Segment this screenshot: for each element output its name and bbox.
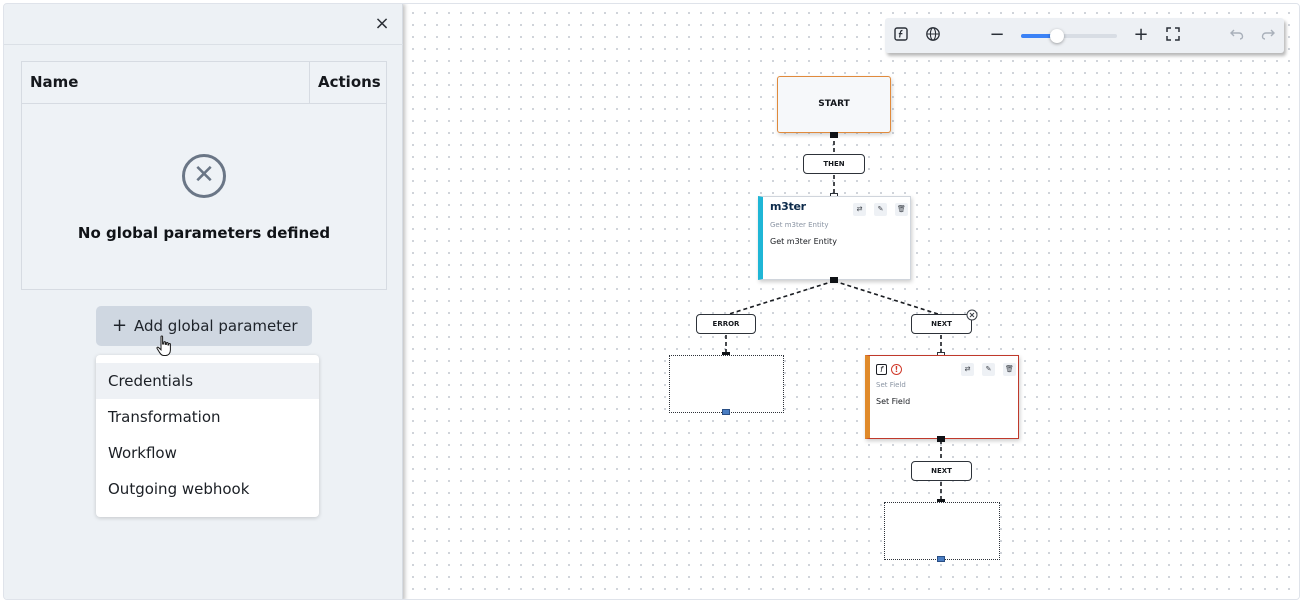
set-field-node[interactable]: f ! ⇄ ✎ 🗑 Set Field Set Field <box>865 355 1019 439</box>
add-global-parameter-button[interactable]: + Add global parameter <box>96 306 312 346</box>
error-label: ERROR <box>696 314 756 334</box>
menu-item-workflow[interactable]: Workflow <box>108 444 177 462</box>
zoom-in-icon[interactable]: + <box>1133 24 1149 45</box>
column-divider <box>309 62 310 103</box>
column-header-actions: Actions <box>318 73 381 91</box>
flow-edges <box>725 134 942 501</box>
settings-icon[interactable]: ⇄ <box>961 363 974 376</box>
trash-icon[interactable]: 🗑 <box>1003 363 1016 376</box>
menu-item-credentials[interactable]: Credentials <box>96 363 319 399</box>
get-m3ter-entity-node[interactable]: m3ter ⇄ ✎ 🗑 Get m3ter Entity Get m3ter E… <box>758 196 911 280</box>
close-icon[interactable]: × <box>374 13 390 34</box>
column-header-name: Name <box>30 73 79 91</box>
global-parameters-panel: × Name Actions ✕ No global parameters de… <box>4 4 403 599</box>
edit-icon[interactable]: ✎ <box>982 363 995 376</box>
node-title: Get m3ter Entity <box>770 237 837 246</box>
trash-icon[interactable]: 🗑 <box>895 203 908 216</box>
empty-drop-zone[interactable] <box>884 502 1000 560</box>
app-frame: × Name Actions ✕ No global parameters de… <box>3 3 1300 600</box>
add-global-parameter-label: Add global parameter <box>134 317 298 335</box>
fullscreen-icon[interactable] <box>1164 26 1182 44</box>
zoom-out-icon[interactable]: − <box>989 24 1005 45</box>
start-output-port[interactable] <box>830 132 838 138</box>
zoom-slider-thumb[interactable] <box>1050 29 1064 43</box>
edit-icon[interactable]: ✎ <box>874 203 887 216</box>
plus-icon: + <box>112 315 128 336</box>
redo-icon[interactable] <box>1259 26 1277 44</box>
parameter-type-menu: Credentials Transformation Workflow Outg… <box>96 355 319 517</box>
flow-canvas[interactable]: START THEN m3ter ⇄ ✎ 🗑 Get m3ter Entity … <box>404 4 1299 599</box>
next-label: NEXT <box>911 314 972 334</box>
setfield-output-port[interactable] <box>937 436 945 442</box>
zoom-slider-fill <box>1021 34 1057 38</box>
error-drop-output-port[interactable] <box>722 409 730 415</box>
menu-item-transformation[interactable]: Transformation <box>108 408 221 426</box>
warning-icon: ! <box>891 364 902 375</box>
divider <box>4 44 403 45</box>
close-circle-icon: ✕ <box>182 154 226 198</box>
function-icon: f <box>876 364 887 375</box>
zoom-slider[interactable] <box>1021 29 1117 43</box>
undo-icon[interactable] <box>1228 26 1246 44</box>
node-subtitle: Get m3ter Entity <box>770 221 829 229</box>
empty-drop-zone[interactable] <box>669 355 784 413</box>
empty-state-message: No global parameters defined <box>77 224 331 242</box>
m3ter-logo: m3ter <box>770 200 806 213</box>
then-label: THEN <box>803 154 865 174</box>
next-drop-output-port[interactable] <box>937 556 945 562</box>
hand-cursor-icon <box>156 335 171 356</box>
m3ter-output-port[interactable] <box>830 277 838 283</box>
node-title: Set Field <box>876 397 911 406</box>
canvas-toolbar: − + <box>885 18 1284 53</box>
next-label: NEXT <box>911 461 972 481</box>
parameters-table: Name Actions ✕ No global parameters defi… <box>21 61 387 290</box>
node-subtitle: Set Field <box>876 381 906 389</box>
remove-branch-icon[interactable] <box>966 309 978 321</box>
function-icon[interactable] <box>892 26 910 44</box>
header-divider <box>22 103 386 104</box>
settings-icon[interactable]: ⇄ <box>853 203 866 216</box>
start-node[interactable]: START <box>777 76 891 133</box>
globe-icon[interactable] <box>924 26 942 44</box>
menu-item-outgoing-webhook[interactable]: Outgoing webhook <box>108 480 250 498</box>
